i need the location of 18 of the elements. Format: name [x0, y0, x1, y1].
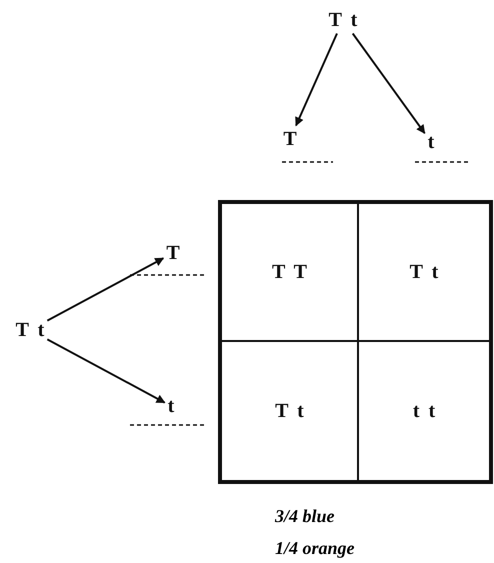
genotype-text: T t: [410, 260, 438, 284]
allele-text: T: [166, 242, 180, 264]
grid-cell: [222, 204, 359, 342]
allele-text: t: [168, 394, 174, 418]
ratio-label: 1/4 orange: [275, 538, 355, 559]
allele-text: T t: [16, 318, 44, 342]
arrow: [46, 257, 164, 322]
arrow: [352, 32, 426, 134]
allele-text: T: [283, 128, 297, 150]
allele-text: t: [428, 130, 434, 154]
arrow: [295, 33, 338, 126]
ratio-label: 3/4 blue: [275, 506, 335, 527]
genotype-text: T t: [275, 400, 304, 422]
genotype-text: T T: [272, 260, 307, 284]
allele-text: T t: [328, 8, 358, 32]
arrow: [46, 338, 166, 404]
punnett-grid: [218, 200, 493, 484]
genotype-text: t t: [412, 400, 436, 422]
